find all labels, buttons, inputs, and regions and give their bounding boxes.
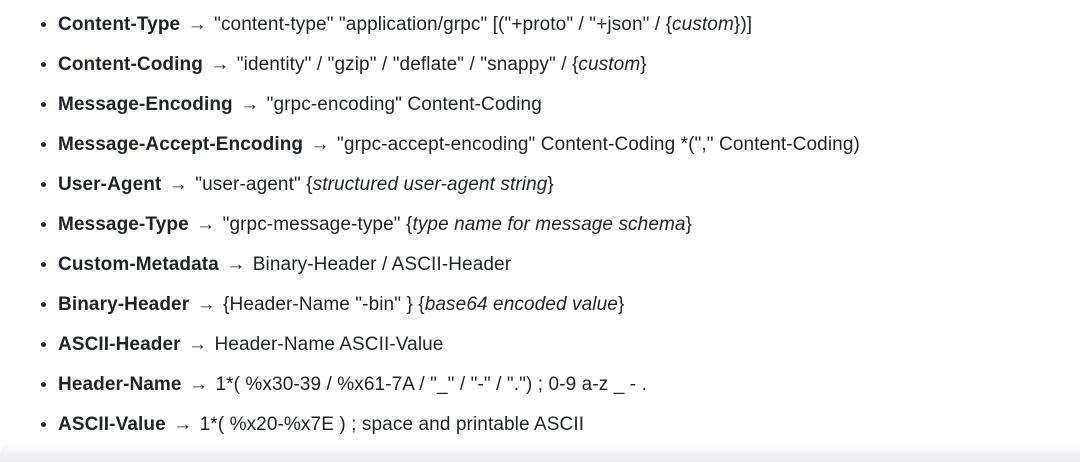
definition-segment: Binary-Header / ASCII-Header xyxy=(252,254,512,275)
spec-definition: "grpc-encoding" Content-Coding xyxy=(267,94,542,115)
spec-list-item: ASCII-Header → Header-Name ASCII-Value xyxy=(58,333,1080,356)
spec-definition: "grpc-accept-encoding" Content-Coding *(… xyxy=(337,134,860,155)
rightwards-arrow-glyph: → xyxy=(182,14,213,35)
definition-segment: } xyxy=(617,294,625,315)
spec-definition: 1*( %x30-39 / %x61-7A / "_" / "-" / ".")… xyxy=(215,374,647,395)
definition-segment: } xyxy=(640,54,647,75)
spec-definition: {Header-Name "-bin" } {base64 encoded va… xyxy=(223,294,624,315)
spec-list-item: Custom-Metadata → Binary-Header / ASCII-… xyxy=(58,253,1080,276)
definition-segment: "grpc-encoding" Content-Coding xyxy=(266,94,542,115)
rightwards-arrow-glyph: → xyxy=(204,54,235,75)
rightwards-arrow-glyph: → xyxy=(305,134,335,155)
spec-definition: "user-agent" {structured user-agent stri… xyxy=(195,174,554,195)
spec-term: Message-Encoding xyxy=(58,94,233,115)
spec-term: ASCII-Header xyxy=(58,334,181,355)
definition-segment: Header-Name ASCII-Value xyxy=(214,334,444,355)
definition-segment: })] xyxy=(733,14,753,35)
spec-list-item: User-Agent → "user-agent" {structured us… xyxy=(58,173,1080,196)
spec-definition: Header-Name ASCII-Value xyxy=(214,334,443,355)
spec-definition: "content-type" "application/grpc" [("+pr… xyxy=(214,14,752,35)
spec-term: Message-Accept-Encoding xyxy=(58,134,304,155)
grpc-spec-list: Content-Type → "content-type" "applicati… xyxy=(0,0,1080,436)
spec-term: Custom-Metadata xyxy=(58,254,219,275)
spec-term: Content-Type xyxy=(58,14,181,35)
definition-segment: } xyxy=(685,214,693,235)
spec-term: ASCII-Value xyxy=(58,414,166,435)
definition-segment: base64 encoded value xyxy=(424,294,618,315)
definition-segment: structured user-agent string xyxy=(312,174,548,195)
definition-segment: {Header-Name "-bin" } { xyxy=(223,294,425,315)
spec-list-item: Content-Type → "content-type" "applicati… xyxy=(58,13,1080,36)
spec-list-item: Message-Type → "grpc-message-type" {type… xyxy=(58,213,1080,236)
definition-segment: "grpc-message-type" { xyxy=(222,214,413,235)
definition-segment: "user-agent" { xyxy=(195,174,313,195)
spec-list-item: Header-Name → 1*( %x30-39 / %x61-7A / "_… xyxy=(58,373,1080,396)
spec-definition: "identity" / "gzip" / "deflate" / "snapp… xyxy=(237,54,647,75)
rightwards-arrow-glyph: → xyxy=(183,374,214,395)
spec-list-item: Content-Coding → "identity" / "gzip" / "… xyxy=(58,53,1080,76)
definition-segment: type name for message schema xyxy=(412,214,686,235)
spec-list-item: Message-Accept-Encoding → "grpc-accept-e… xyxy=(58,133,1080,156)
spec-term: Header-Name xyxy=(58,374,182,395)
definition-segment: "grpc-accept-encoding" Content-Coding *(… xyxy=(336,134,860,155)
rightwards-arrow-glyph: → xyxy=(182,334,213,355)
spec-term: Message-Type xyxy=(58,214,189,235)
definition-segment: "content-type" "application/grpc" [("+pr… xyxy=(214,14,673,35)
definition-segment: "identity" / "gzip" / "deflate" / "snapp… xyxy=(236,54,579,75)
spec-term: Binary-Header xyxy=(58,294,190,315)
rightwards-arrow-glyph: → xyxy=(167,414,198,435)
spec-list-item: Message-Encoding → "grpc-encoding" Conte… xyxy=(58,93,1080,116)
spec-term: User-Agent xyxy=(58,174,162,195)
spec-list-item: Binary-Header → {Header-Name "-bin" } {b… xyxy=(58,293,1080,316)
rightwards-arrow-glyph: → xyxy=(220,254,251,275)
rightwards-arrow-glyph: → xyxy=(163,174,194,195)
spec-definition: Binary-Header / ASCII-Header xyxy=(253,254,511,275)
definition-segment: 1*( %x20-%x7E ) ; space and printable AS… xyxy=(199,414,585,435)
rightwards-arrow-glyph: → xyxy=(191,294,222,315)
spec-list-item: ASCII-Value → 1*( %x20-%x7E ) ; space an… xyxy=(58,413,1080,436)
spec-definition: 1*( %x20-%x7E ) ; space and printable AS… xyxy=(200,414,585,435)
spec-term: Content-Coding xyxy=(58,54,203,75)
spec-definition: "grpc-message-type" {type name for messa… xyxy=(223,214,692,235)
definition-segment: 1*( %x30-39 / %x61-7A / "_" / "-" / ".")… xyxy=(215,374,647,395)
definition-segment: } xyxy=(547,174,554,195)
rightwards-arrow-glyph: → xyxy=(190,214,221,235)
rightwards-arrow-glyph: → xyxy=(234,94,265,115)
page-bottom-edge xyxy=(0,445,1080,462)
definition-segment: custom xyxy=(672,14,734,35)
definition-segment: custom xyxy=(578,54,641,75)
